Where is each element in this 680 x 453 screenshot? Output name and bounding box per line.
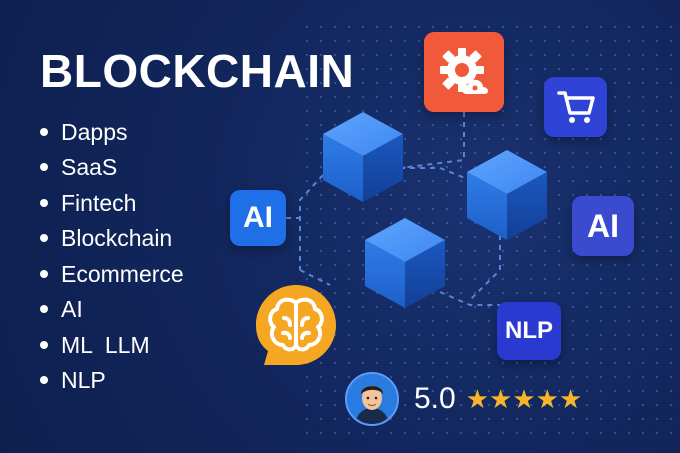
list-item: NLP: [40, 363, 184, 399]
shopping-cart-badge: [544, 77, 607, 137]
bullet-icon: [40, 127, 48, 136]
page-title: BLOCKCHAIN: [40, 45, 355, 97]
star-rating: ★★★★★: [465, 384, 583, 414]
list-item: Ecommerce: [40, 256, 184, 292]
avatar-icon: [347, 374, 397, 424]
bullet-icon: [40, 234, 48, 243]
service-list: Dapps SaaS Fintech Blockchain Ecommerce …: [40, 114, 184, 398]
list-item: AI: [40, 292, 184, 328]
bullet-icon: [40, 269, 48, 278]
block-cube: [467, 150, 547, 240]
block-cube: [323, 112, 403, 202]
ai-badge-left: AI: [230, 190, 286, 246]
list-item: Dapps: [40, 114, 184, 150]
nlp-badge: NLP: [497, 302, 561, 360]
avatar: [345, 372, 399, 426]
list-item: ML LLM: [40, 327, 184, 363]
ai-badge-right: AI: [572, 196, 634, 256]
bullet-icon: [40, 376, 48, 385]
bullet-icon: [40, 340, 48, 349]
gear-cloud-badge: [424, 32, 504, 112]
rating-score: 5.0: [414, 382, 456, 415]
gear-cloud-icon: [440, 48, 488, 94]
shopping-cart-icon: [556, 91, 595, 123]
bullet-icon: [40, 198, 48, 207]
bullet-icon: [40, 163, 48, 172]
list-item: Blockchain: [40, 221, 184, 257]
brain-icon: [256, 285, 336, 365]
block-cube: [365, 218, 445, 308]
rating-row: 5.0 ★★★★★: [345, 372, 582, 426]
bullet-icon: [40, 305, 48, 314]
connector-lines: [286, 112, 501, 306]
list-item: Fintech: [40, 185, 184, 221]
list-item: SaaS: [40, 150, 184, 186]
